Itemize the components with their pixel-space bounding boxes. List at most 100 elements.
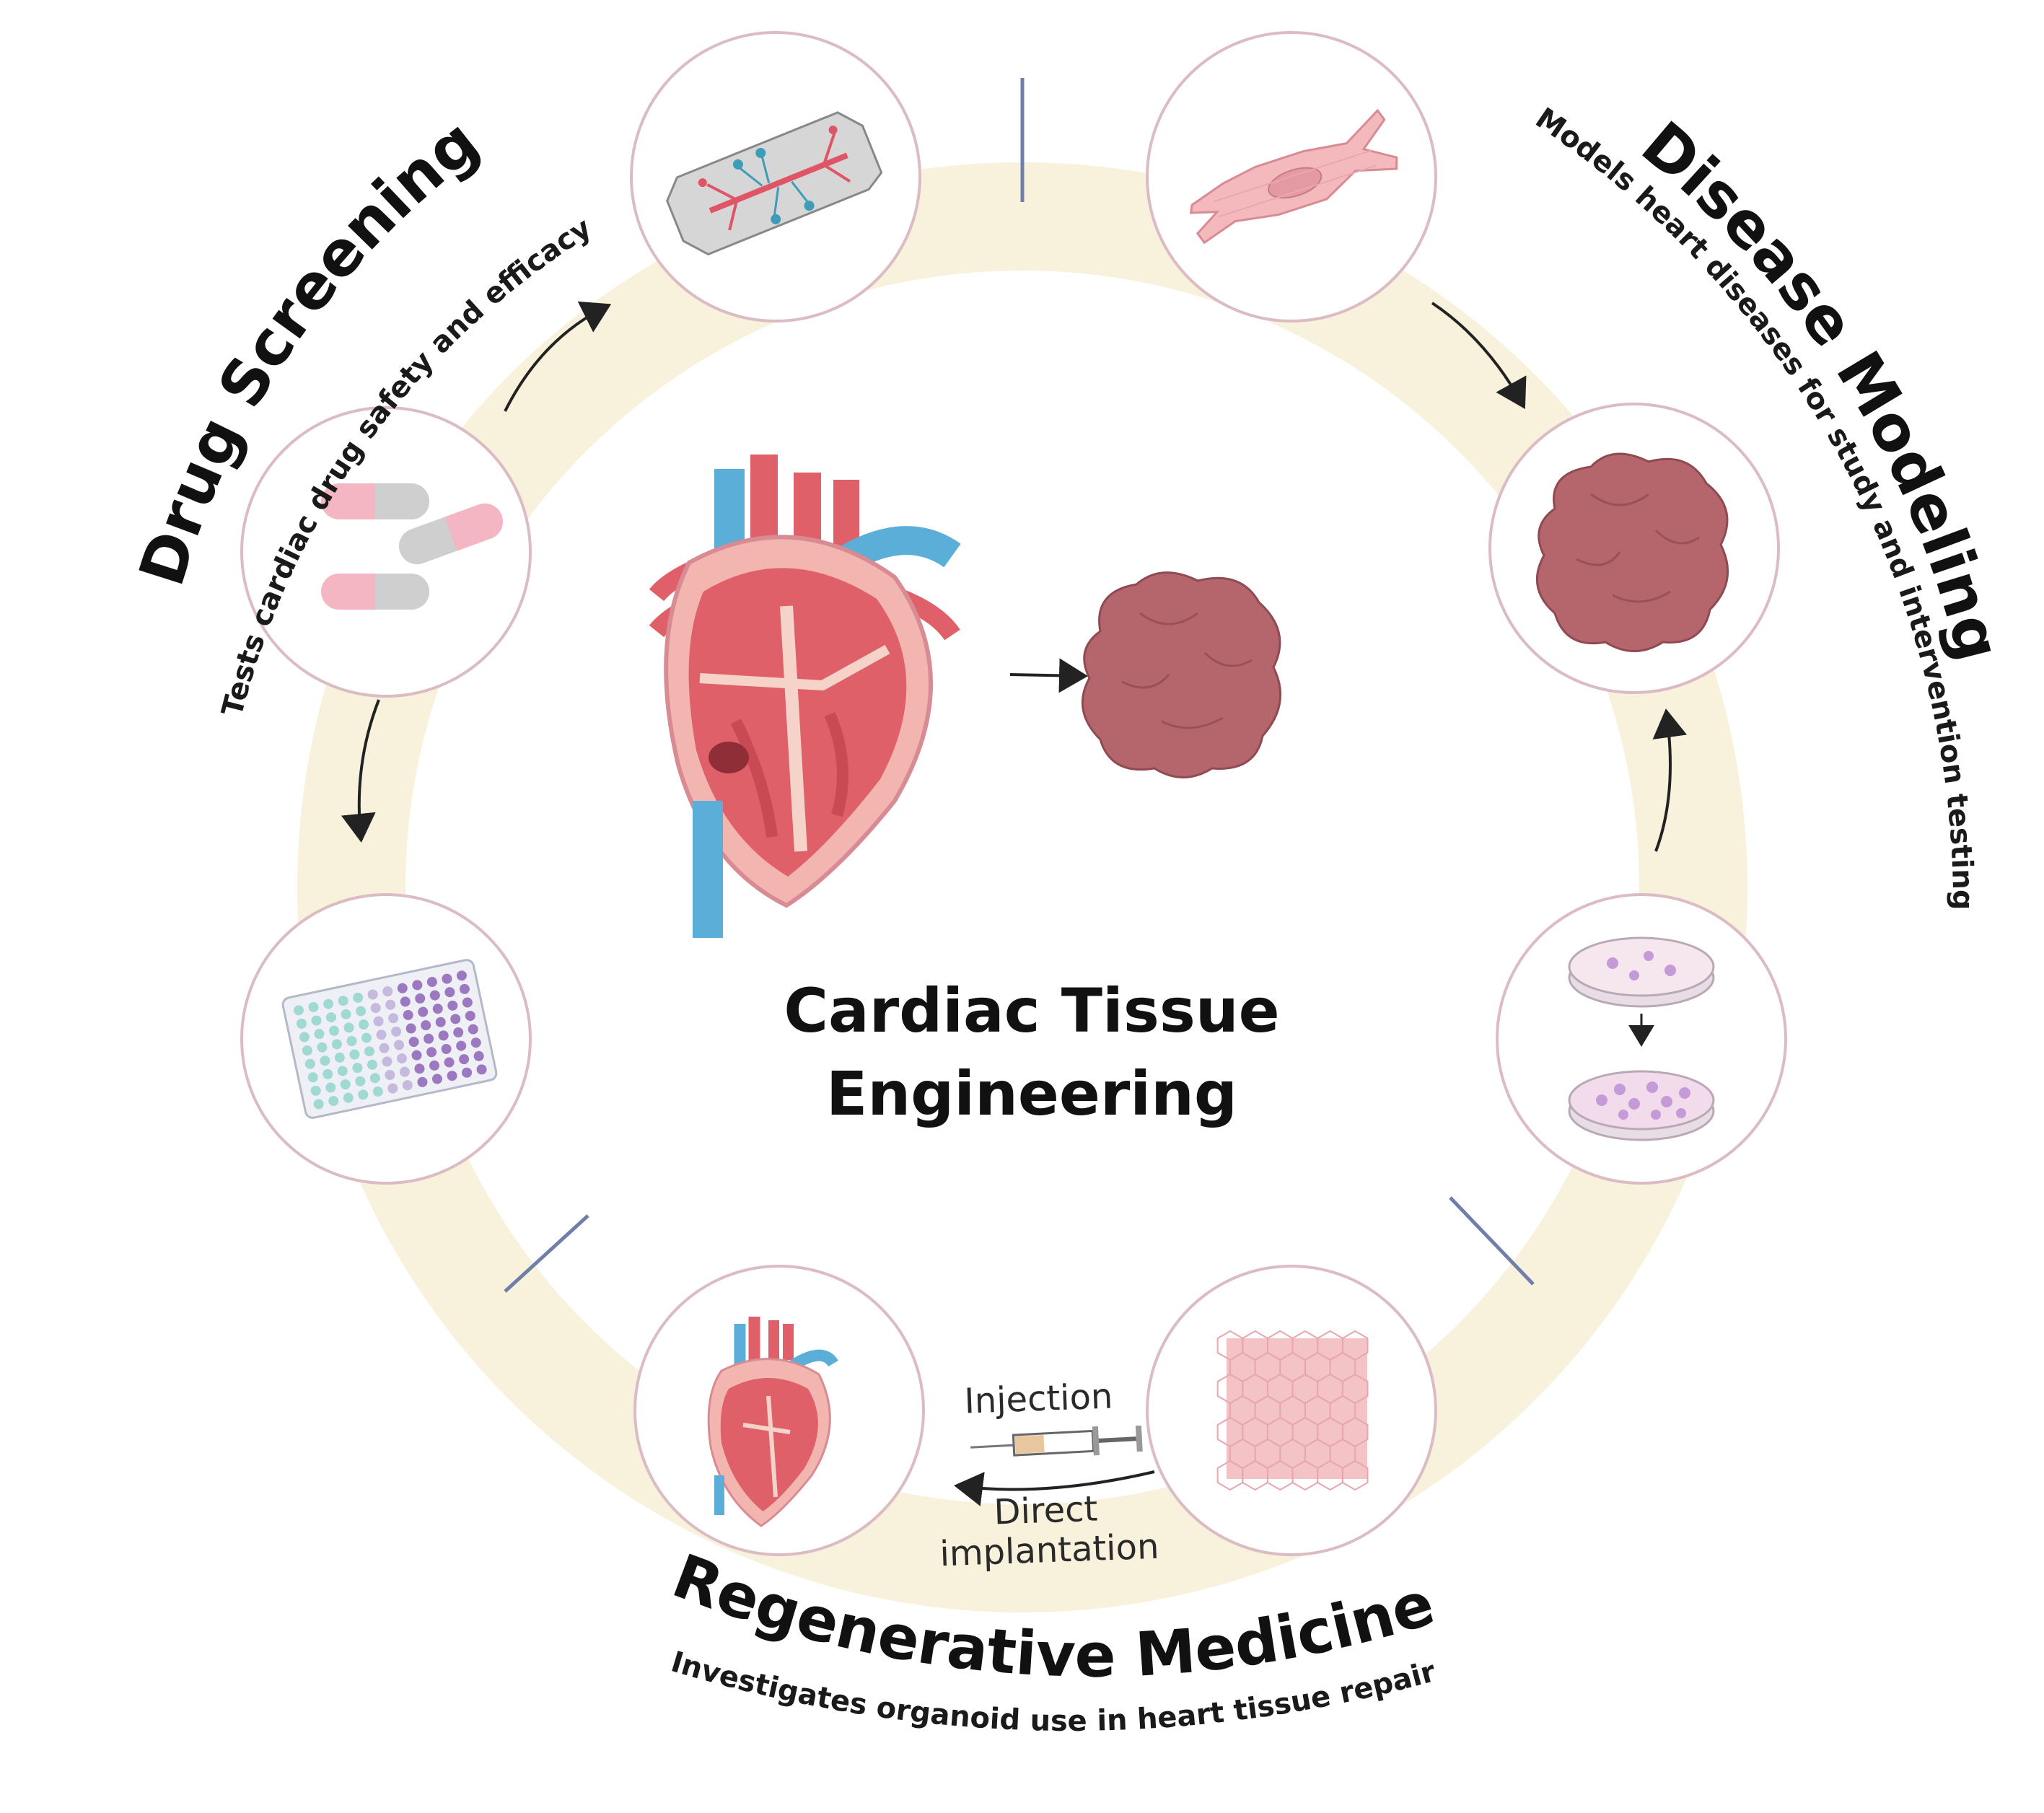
well: [382, 1056, 392, 1067]
heart-anatomy-icon: [649, 455, 961, 938]
well: [476, 1064, 487, 1075]
well: [429, 990, 440, 1001]
well: [418, 1006, 429, 1017]
well: [349, 1049, 360, 1060]
well: [399, 1066, 410, 1077]
well: [450, 1014, 461, 1024]
arrow-patch-to-heart: [954, 1470, 1155, 1506]
node-disease-organoid: [1488, 403, 1780, 694]
arrow-pills-to-plate: [341, 699, 380, 843]
well: [444, 1057, 455, 1068]
node-drug-pills: [240, 406, 532, 698]
well: [468, 1024, 478, 1035]
well: [328, 1096, 339, 1107]
well: [334, 1052, 345, 1063]
well: [397, 983, 408, 993]
well: [391, 1026, 402, 1037]
well: [456, 970, 467, 981]
well: [405, 1023, 416, 1034]
well: [426, 1047, 437, 1058]
well: [331, 1039, 342, 1050]
well: [343, 1022, 354, 1033]
node-regenerated-heart: [633, 1265, 925, 1556]
well: [323, 1068, 333, 1079]
well: [337, 1066, 348, 1076]
well: [367, 989, 378, 1000]
well: [396, 1053, 407, 1064]
well: [325, 1082, 336, 1093]
cardiomyocyte-cell-icon: [1189, 108, 1398, 245]
direct-label-line2: implantation: [939, 1527, 1160, 1575]
well: [385, 999, 396, 1010]
petri-dish-top-icon: [1568, 936, 1715, 1008]
well: [364, 1046, 374, 1057]
well: [403, 1009, 413, 1020]
well: [338, 996, 348, 1006]
well: [323, 998, 334, 1009]
well: [373, 1016, 384, 1027]
well: [313, 1099, 324, 1110]
well: [426, 977, 437, 988]
well: [429, 1060, 440, 1071]
well: [361, 1032, 372, 1043]
node-tissue-patch: [1146, 1265, 1437, 1556]
well: [372, 1086, 383, 1097]
well: [340, 1079, 351, 1090]
well: [435, 1017, 446, 1027]
well: [326, 1012, 337, 1023]
direct-label-line1: Direct: [994, 1489, 1099, 1533]
center-title-line2: Engineering: [826, 1058, 1237, 1129]
well: [311, 1015, 322, 1026]
tissue-cell: [1341, 1459, 1369, 1491]
well: [317, 1042, 328, 1053]
tissue-patch-icon: [1216, 1330, 1369, 1491]
well: [376, 1030, 387, 1040]
divider-bottom-right: [1449, 1196, 1535, 1286]
well: [402, 1080, 413, 1091]
well: [456, 1040, 467, 1051]
heart-small-icon: [707, 1317, 838, 1527]
well: [431, 1074, 442, 1084]
node-petri-dishes: [1496, 893, 1787, 1185]
petri-dish-bottom-icon: [1568, 1070, 1715, 1141]
well: [442, 973, 452, 984]
well: [470, 1037, 481, 1048]
well: [473, 1050, 484, 1061]
well: [465, 1011, 475, 1022]
pill-capsules-icon: [321, 483, 503, 610]
microfluidic-chip-icon: [666, 111, 883, 256]
well: [367, 1059, 377, 1070]
well: [387, 1083, 398, 1094]
well: [441, 1043, 452, 1054]
well: [424, 1033, 434, 1044]
well: [346, 1035, 357, 1046]
well: [293, 1005, 304, 1016]
well: [388, 1013, 399, 1024]
well: [444, 987, 455, 998]
node-well-plate: [240, 893, 532, 1185]
well: [385, 1070, 395, 1081]
well: [370, 1003, 381, 1014]
well: [438, 1030, 449, 1041]
divider-bottom-left: [504, 1214, 589, 1293]
injection-label: Injection: [964, 1376, 1114, 1421]
arrow-pills-to-chip: [504, 301, 612, 412]
arrow-dish-to-organoid: [1652, 708, 1688, 852]
well: [296, 1018, 307, 1029]
well: [353, 992, 364, 1003]
well: [408, 1037, 419, 1048]
well: [299, 1032, 310, 1042]
well: [310, 1085, 321, 1096]
well: [462, 1067, 473, 1078]
well: [432, 1004, 443, 1014]
syringe-icon: [970, 1425, 1143, 1457]
well: [304, 1058, 315, 1069]
organoid-icon: [1535, 452, 1729, 652]
well: [453, 1027, 464, 1038]
well: [359, 1019, 369, 1030]
node-cardiomyocyte: [1146, 31, 1437, 322]
well: [394, 1040, 405, 1050]
well: [352, 1063, 363, 1074]
well: [341, 1009, 351, 1019]
